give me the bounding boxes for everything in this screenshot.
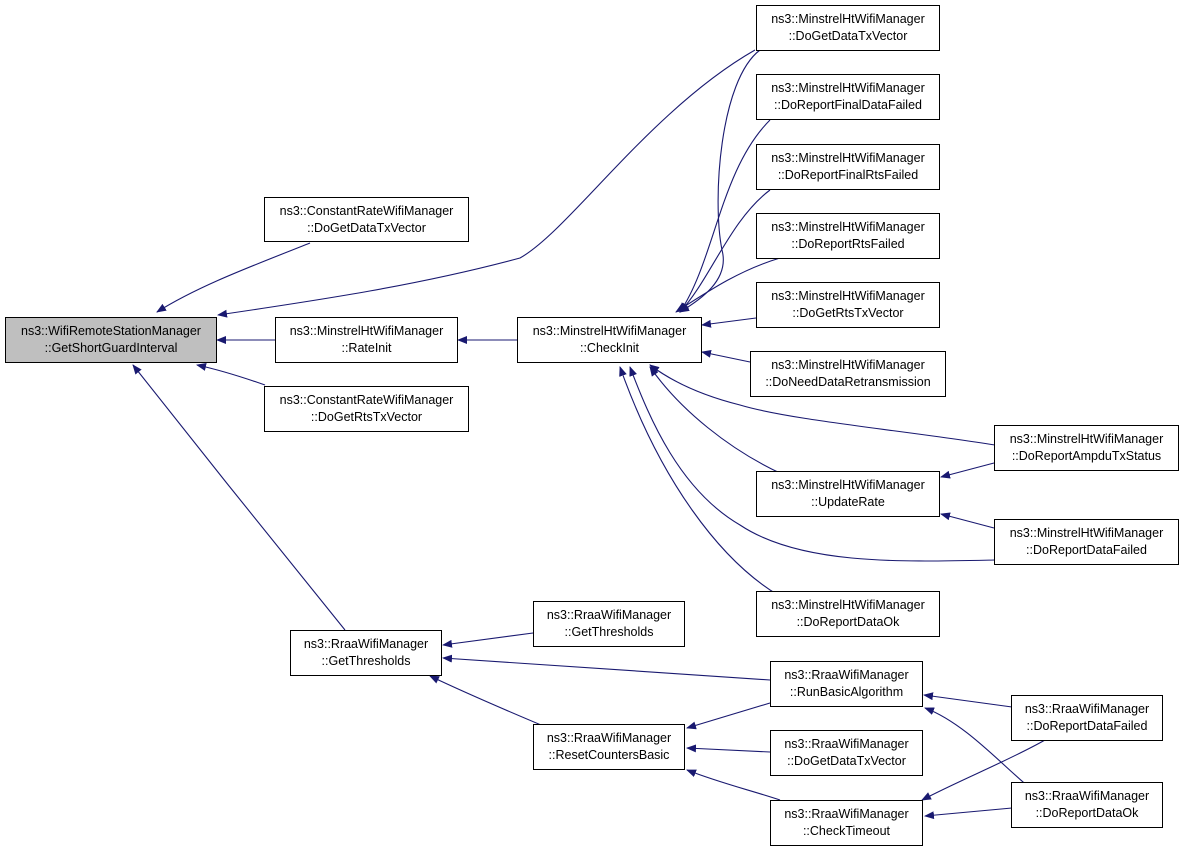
node-line2: ::DoReportRtsFailed [791, 237, 905, 251]
node-rraa-getthresholds-caller[interactable]: ns3::RraaWifiManager ::GetThresholds [533, 601, 685, 647]
node-root[interactable]: ns3::WifiRemoteStationManager ::GetShort… [5, 317, 217, 363]
edge-rtsfailed-to-checkinit [675, 257, 781, 313]
node-line1: ns3::MinstrelHtWifiManager [289, 324, 444, 338]
edge-needretx-to-checkinit [701, 349, 751, 363]
edge-finalrts-to-checkinit [679, 189, 771, 313]
node-rraa-runbasic[interactable]: ns3::RraaWifiManager ::RunBasicAlgorithm [770, 661, 923, 707]
node-line1: ns3::RraaWifiManager [303, 637, 429, 651]
node-rraa-dataok[interactable]: ns3::RraaWifiManager ::DoReportDataOk [1011, 782, 1163, 828]
node-rraa-resetcounters[interactable]: ns3::RraaWifiManager ::ResetCountersBasi… [533, 724, 685, 770]
node-line1: ns3::RraaWifiManager [1024, 789, 1150, 803]
node-mht-needretx[interactable]: ns3::MinstrelHtWifiManager ::DoNeedDataR… [750, 351, 946, 397]
edge-dataok-to-checktime [924, 807, 1013, 820]
node-rraa-datafailed[interactable]: ns3::RraaWifiManager ::DoReportDataFaile… [1011, 695, 1163, 741]
node-line1: ns3::MinstrelHtWifiManager [532, 324, 687, 338]
node-mht-checkinit[interactable]: ns3::MinstrelHtWifiManager ::CheckInit [517, 317, 702, 363]
node-line1: ns3::WifiRemoteStationManager [21, 324, 201, 338]
node-line2: ::DoGetDataTxVector [787, 754, 906, 768]
node-line2: ::DoGetRtsTxVector [792, 306, 904, 320]
node-line2: ::DoGetDataTxVector [307, 220, 426, 235]
node-line2: ::DoGetRtsTxVector [310, 410, 423, 424]
edge-crw-datatx-to-root [156, 242, 311, 313]
node-crw-datatx[interactable]: ns3::ConstantRateWifiManager ::DoGetData… [264, 197, 469, 242]
node-line1: ns3::RraaWifiManager [546, 731, 672, 745]
node-line2: ::CheckTimeout [802, 824, 891, 838]
node-line1: ns3::MinstrelHtWifiManager [1009, 432, 1164, 446]
node-line2: ::ResetCountersBasic [548, 748, 670, 762]
node-mht-updaterate[interactable]: ns3::MinstrelHtWifiManager ::UpdateRate [756, 471, 940, 517]
node-line2: ::DoReportDataOk [796, 615, 900, 629]
node-line1: ns3::MinstrelHtWifiManager [771, 151, 925, 165]
node-rraa-datatx[interactable]: ns3::RraaWifiManager ::DoGetDataTxVector [770, 730, 923, 776]
node-line1: ns3::RraaWifiManager [784, 737, 909, 751]
edge-checktime-to-reset [686, 769, 781, 801]
node-line2: ::DoReportDataFailed [1026, 719, 1148, 733]
node-mht-rateinit[interactable]: ns3::MinstrelHtWifiManager ::RateInit [275, 317, 458, 363]
node-line2: ::CheckInit [579, 341, 640, 355]
node-line2: ::RunBasicAlgorithm [789, 685, 904, 699]
node-line1: ns3::MinstrelHtWifiManager [771, 478, 925, 492]
node-line1: ns3::RraaWifiManager [784, 668, 909, 682]
edge-mht-datatx-to-root [217, 49, 756, 318]
node-mht-rtstx[interactable]: ns3::MinstrelHtWifiManager ::DoGetRtsTxV… [756, 282, 940, 328]
edge-finaldata-to-checkinit [679, 119, 771, 313]
node-line2: ::GetThresholds [564, 625, 654, 639]
node-line1: ns3::RraaWifiManager [784, 807, 909, 821]
node-line2: ::DoReportFinalDataFailed [774, 98, 922, 112]
edge-getthr2-to-getthr [442, 632, 534, 648]
edge-mht-datatx-to-checkinit [679, 49, 761, 313]
node-line1: ns3::ConstantRateWifiManager [279, 203, 454, 218]
edge-ampdu-to-updaterate [940, 462, 995, 479]
edge-datafailed-to-runbasic [923, 692, 1013, 708]
node-mht-finaldata[interactable]: ns3::MinstrelHtWifiManager ::DoReportFin… [756, 74, 940, 120]
edge-dataok-to-checkinit [619, 366, 779, 596]
node-mht-datafailed[interactable]: ns3::MinstrelHtWifiManager ::DoReportDat… [994, 519, 1179, 565]
node-line1: ns3::RraaWifiManager [546, 608, 672, 622]
node-rraa-getthresholds[interactable]: ns3::RraaWifiManager ::GetThresholds [290, 630, 442, 676]
edge-ampdu-to-checkinit [649, 364, 996, 446]
node-line1: ns3::MinstrelHtWifiManager [771, 358, 925, 372]
edge-datafailed-to-checktime [921, 739, 1046, 801]
edge-updaterate-to-checkinit [649, 366, 783, 475]
node-mht-datatx[interactable]: ns3::MinstrelHtWifiManager ::DoGetDataTx… [756, 5, 940, 51]
node-mht-ampdu[interactable]: ns3::MinstrelHtWifiManager ::DoReportAmp… [994, 425, 1179, 471]
node-line2: ::DoGetDataTxVector [788, 29, 908, 43]
edge-rraa-getthr-to-root [132, 364, 346, 631]
node-rraa-checktimeout[interactable]: ns3::RraaWifiManager ::CheckTimeout [770, 800, 923, 846]
node-crw-rtstx[interactable]: ns3::ConstantRateWifiManager ::DoGetRtsT… [264, 386, 469, 432]
node-line2: ::DoReportFinalRtsFailed [777, 168, 919, 182]
edge-rtstx-to-checkinit [701, 317, 757, 328]
node-line1: ns3::MinstrelHtWifiManager [771, 81, 925, 95]
node-line2: ::DoReportDataFailed [1026, 543, 1147, 557]
node-line2: ::DoReportAmpduTxStatus [1011, 449, 1162, 463]
node-line2: ::DoNeedDataRetransmission [765, 375, 931, 389]
node-line2: ::GetShortGuardInterval [44, 341, 178, 355]
edge-datafailed-to-checkinit [629, 366, 996, 562]
node-line1: ns3::MinstrelHtWifiManager [771, 220, 925, 234]
node-line1: ns3::MinstrelHtWifiManager [1009, 526, 1164, 540]
node-mht-dataok[interactable]: ns3::MinstrelHtWifiManager ::DoReportDat… [756, 591, 940, 637]
node-line1: ns3::MinstrelHtWifiManager [771, 289, 925, 303]
node-line2: ::RateInit [341, 341, 392, 355]
node-mht-finalrts[interactable]: ns3::MinstrelHtWifiManager ::DoReportFin… [756, 144, 940, 190]
node-mht-rtsfailed[interactable]: ns3::MinstrelHtWifiManager ::DoReportRts… [756, 213, 940, 259]
node-line2: ::UpdateRate [811, 495, 885, 509]
edge-runbasic-to-reset [686, 702, 771, 730]
edge-runbasic-to-getthr [442, 654, 771, 681]
edge-datafailed-to-updaterate [940, 512, 995, 529]
node-line1: ns3::MinstrelHtWifiManager [771, 598, 925, 612]
edge-reset-to-getthr [429, 675, 554, 731]
edge-crw-rtstx-to-root [196, 363, 266, 386]
node-line1: ns3::ConstantRateWifiManager [279, 393, 454, 407]
node-line2: ::GetThresholds [321, 654, 411, 668]
edge-datatx-to-reset [686, 744, 771, 753]
node-line2: ::DoReportDataOk [1035, 806, 1139, 820]
node-line1: ns3::RraaWifiManager [1024, 702, 1150, 716]
node-line1: ns3::MinstrelHtWifiManager [771, 12, 925, 26]
